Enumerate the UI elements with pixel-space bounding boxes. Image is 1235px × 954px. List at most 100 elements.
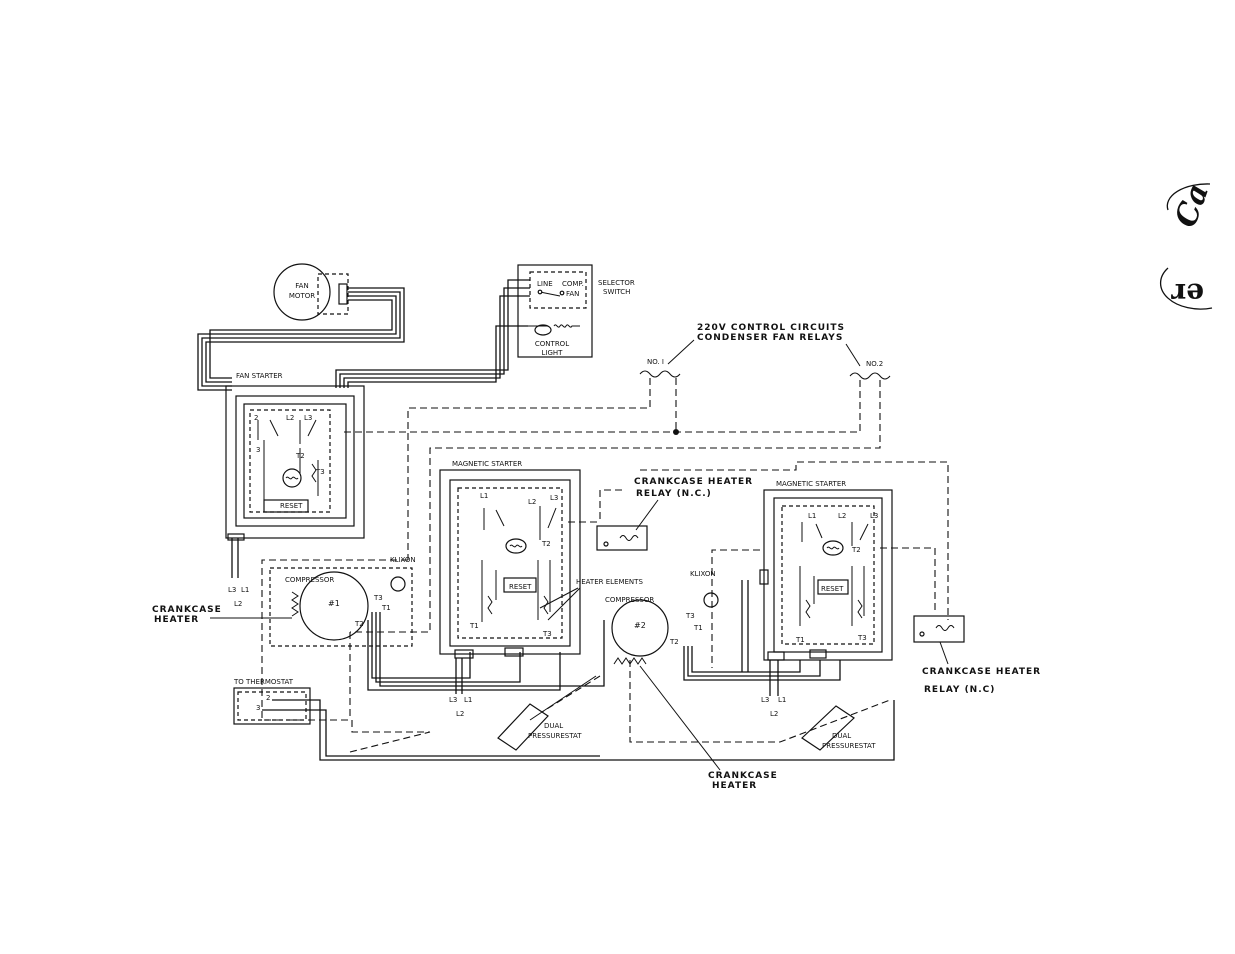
selector-switch-cable: [335, 279, 530, 388]
comp2-t2: T2: [669, 638, 679, 646]
heater-elements-leader: [539, 587, 581, 621]
ms1-supply-l3: L3: [449, 696, 457, 704]
control-circuits-label-2: CONDENSER FAN RELAYS: [697, 333, 843, 343]
no2-label: NO.2: [866, 360, 883, 368]
thermostat-term-2: 2: [266, 694, 270, 702]
compressor-2-number: #2: [634, 621, 646, 630]
fan-starter-l2: L2: [286, 414, 294, 422]
compressor-1: COMPRESSOR #1 KLIXON T3 T1 T2: [269, 556, 416, 647]
ms1-l3: L3: [550, 494, 558, 502]
compressor-1-number: #1: [328, 599, 340, 608]
fan-starter-term-2: 2: [254, 414, 258, 422]
crankcase-relay-1-label-1: CRANKCASE HEATER: [634, 477, 753, 487]
ms1-l1: L1: [480, 492, 488, 500]
fan-motor: FAN MOTOR: [273, 263, 349, 321]
fan-starter-t2: T2: [295, 452, 305, 460]
to-thermostat-label: TO THERMOSTAT: [233, 678, 294, 686]
ms1-t3: T3: [542, 630, 552, 638]
control-circuits-label-1: 220V CONTROL CIRCUITS: [697, 323, 845, 333]
fan-starter: FAN STARTER 2 3 L2 L3 T2 T3 RESET: [225, 372, 365, 539]
pressurestat-2-label: PRESSURESTAT: [822, 742, 876, 750]
ms2-t2: T2: [851, 546, 861, 554]
dual-pressurestat-2: DUAL PRESSURESTAT: [801, 705, 876, 751]
ms2-t1: T1: [795, 636, 805, 644]
compressor-2-label: COMPRESSOR: [605, 596, 654, 604]
crankcase-heater-1-label-1: CRANKCASE: [152, 605, 222, 615]
fan-motor-label-1: FAN: [295, 282, 308, 290]
magnetic-starter-2: MAGNETIC STARTER L1 L2 L3 RESET T2 T1 T3: [763, 480, 893, 661]
logo-text-top: Ca: [1168, 179, 1216, 232]
fan-starter-label: FAN STARTER: [236, 372, 283, 380]
compressor-1-cable: [367, 612, 605, 694]
selector-switch: LINE COMP. FAN CONTROL LIGHT: [517, 264, 593, 358]
relay-no1-symbol: [639, 370, 681, 378]
crankcase-heater-2-label-2: HEATER: [712, 781, 757, 791]
comp2-t3: T3: [685, 612, 695, 620]
dual-2-label: DUAL: [832, 732, 851, 740]
main-l1: L1: [241, 586, 249, 594]
comp1-t3: T3: [373, 594, 383, 602]
ms2-supply-l2: L2: [770, 710, 778, 718]
comp1-t1: T1: [381, 604, 391, 612]
thermostat: TO THERMOSTAT 2 3: [233, 678, 895, 761]
ms2-t3: T3: [857, 634, 867, 642]
crankcase-relay-1-label-2: RELAY (N.C.): [636, 489, 712, 499]
ms1-supply-l2: L2: [456, 710, 464, 718]
comp-label: COMP.: [562, 280, 584, 288]
dual-pressurestat-1: DUAL PRESSURESTAT: [497, 675, 597, 751]
fan-starter-term-3: 3: [256, 446, 260, 454]
selector-switch-label-1: SELECTOR: [598, 279, 635, 287]
ms1-supply-l1: L1: [464, 696, 472, 704]
crankcase-relay-2-label-2: RELAY (N.C): [924, 685, 995, 695]
compressor-2: COMPRESSOR #2 KLIXON T3 T1 T2: [605, 570, 719, 665]
thermostat-term-3: 3: [256, 704, 260, 712]
fan-label: FAN: [566, 290, 579, 298]
magnetic-starter-2-label: MAGNETIC STARTER: [776, 480, 846, 488]
crankcase-heater-relay-2: CRANKCASE HEATER RELAY (N.C): [913, 615, 1041, 695]
ms2-supply-l1: L1: [778, 696, 786, 704]
main-l3: L3: [228, 586, 236, 594]
heater-elements-label: HEATER ELEMENTS: [576, 578, 643, 586]
ms2-l2: L2: [838, 512, 846, 520]
fan-starter-l3: L3: [304, 414, 312, 422]
main-l2: L2: [234, 600, 242, 608]
fan-starter-reset: RESET: [280, 502, 303, 510]
klixon-1-label: KLIXON: [390, 556, 416, 564]
no1-leader: [667, 339, 695, 365]
control-light-label-1: CONTROL: [535, 340, 569, 348]
line-label: LINE: [537, 280, 553, 288]
ms1-t1: T1: [469, 622, 479, 630]
ms1-l2: L2: [528, 498, 536, 506]
ms2-l3: L3: [870, 512, 878, 520]
fan-starter-leads: [227, 533, 245, 578]
comp2-t1: T1: [693, 624, 703, 632]
logo-text-bottom: er: [1170, 277, 1204, 310]
ms1-reset: RESET: [509, 583, 532, 591]
magnetic-starter-1-label: MAGNETIC STARTER: [452, 460, 522, 468]
ms1-t2: T2: [541, 540, 551, 548]
relay-no2-symbol: [849, 372, 891, 380]
compressor-2-cable: [683, 569, 841, 696]
ms2-reset: RESET: [821, 585, 844, 593]
ms2-supply-l3: L3: [761, 696, 769, 704]
crankcase-heater-2-label-1: CRANKCASE: [708, 771, 778, 781]
fan-motor-cable: [197, 287, 405, 391]
pressurestat-1-label: PRESSURESTAT: [528, 732, 582, 740]
crankcase-heater-1-label-2: HEATER: [154, 615, 199, 625]
logo-partial: Ca er: [1159, 179, 1216, 310]
crankcase-relay-2-label-1: CRANKCASE HEATER: [922, 667, 1041, 677]
control-wiring: [261, 378, 949, 753]
no2-leader: [845, 343, 861, 367]
fan-motor-label-2: MOTOR: [289, 292, 315, 300]
fan-starter-t3: T3: [315, 468, 325, 476]
comp1-t2: T2: [354, 620, 364, 628]
dual-1-label: DUAL: [544, 722, 563, 730]
klixon-2-label: KLIXON: [690, 570, 716, 578]
no1-label: NO. I: [647, 358, 664, 366]
compressor-1-label: COMPRESSOR: [285, 576, 334, 584]
selector-switch-label-2: SWITCH: [603, 288, 630, 296]
crankcase-heater-relay-1: CRANKCASE HEATER RELAY (N.C.): [596, 477, 753, 551]
crankcase-heater-2-leader: [639, 665, 721, 771]
control-light-label-2: LIGHT: [542, 349, 564, 357]
